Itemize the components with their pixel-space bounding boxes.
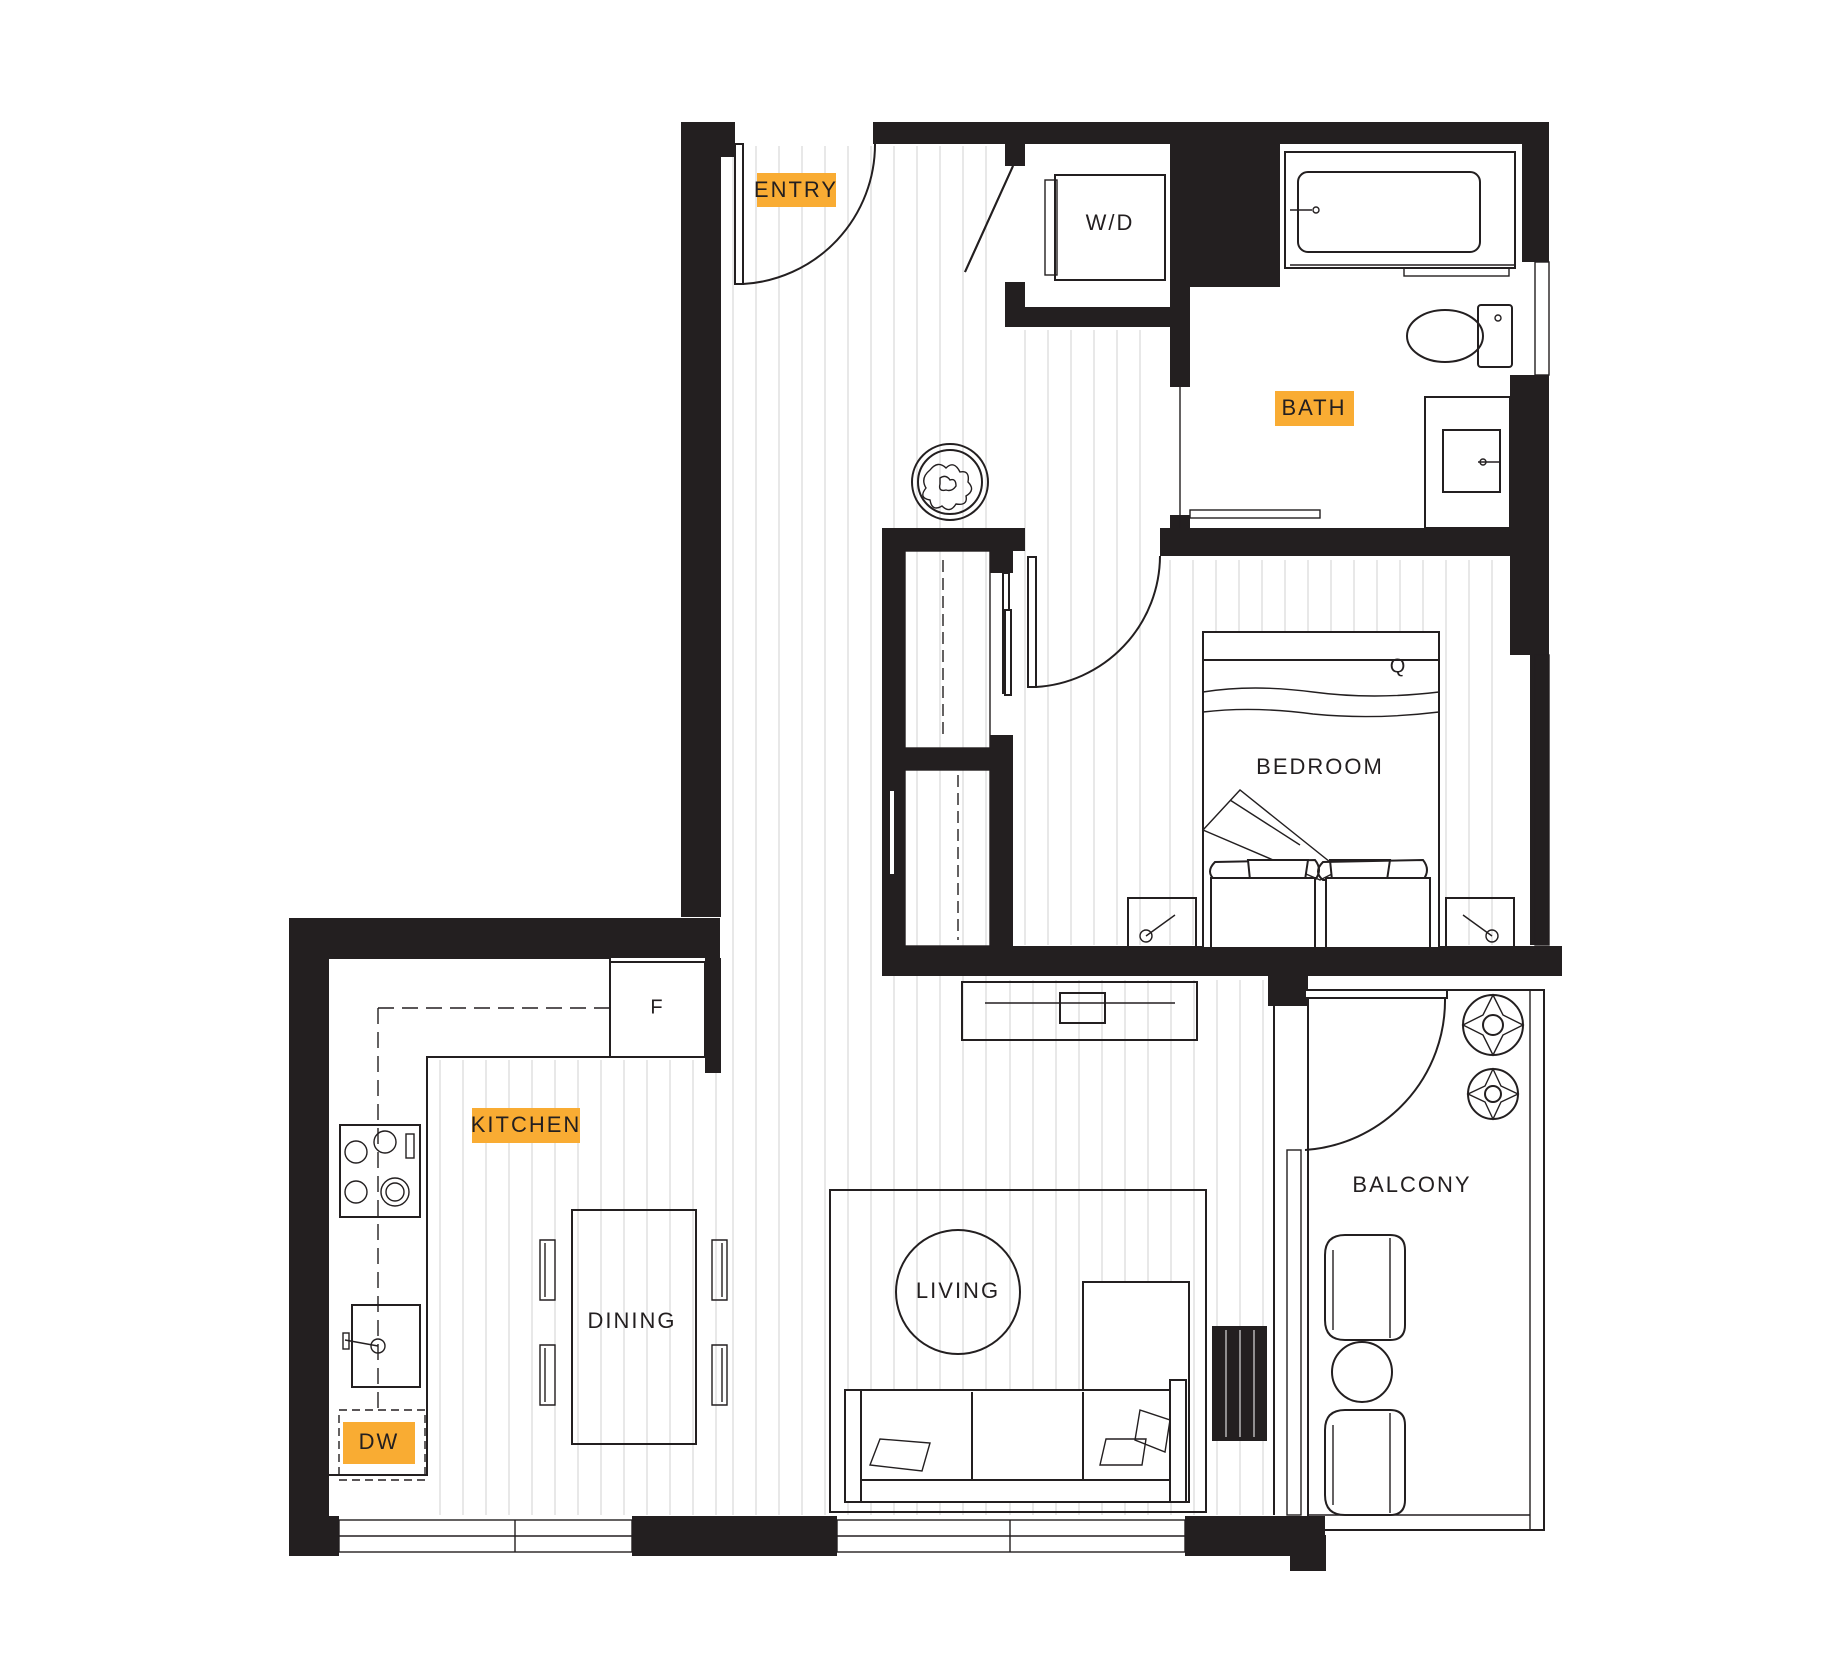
- bath-label-bg: [1275, 391, 1354, 426]
- nightstand-left: [1127, 897, 1197, 954]
- plant-icon: [911, 443, 989, 521]
- bathroom-fixtures: [1179, 151, 1516, 529]
- cooktop-icon: [339, 1124, 421, 1218]
- planter-icon: [1461, 993, 1525, 1121]
- toilet-icon: [1406, 304, 1513, 368]
- kitchen-counter: [329, 957, 611, 1476]
- balcony-chair-top: [1324, 1234, 1406, 1341]
- sofa-icon: [844, 1281, 1190, 1503]
- dw-label-bg: [343, 1422, 415, 1464]
- living-rug: [829, 1189, 1207, 1513]
- balcony-side-table: [1331, 1341, 1393, 1403]
- entry-label-bg: [757, 173, 836, 207]
- storage-closets: [888, 550, 1012, 947]
- dining-table-icon: [539, 1209, 728, 1445]
- dw-label: DW: [359, 1429, 400, 1454]
- nightstand-right: [1445, 897, 1515, 954]
- sink-icon: [1424, 396, 1511, 529]
- bed-size-label: Q: [1390, 655, 1407, 677]
- living-label: LIVING: [916, 1278, 1000, 1303]
- bedroom-door: [1027, 555, 1161, 688]
- windows: [338, 261, 1550, 1553]
- kitchen-label: KITCHEN: [471, 1112, 582, 1137]
- entry-door: [734, 143, 877, 285]
- wd-closet-door: [964, 165, 1014, 273]
- balcony-door: [1304, 989, 1448, 1151]
- bath-label: BATH: [1281, 395, 1346, 420]
- entry-label: ENTRY: [754, 177, 838, 202]
- fridge-icon: [609, 961, 706, 1058]
- dishwasher-icon: [338, 1409, 426, 1481]
- balcony-chair-bottom: [1324, 1409, 1406, 1516]
- balcony-wall: [1273, 976, 1545, 1531]
- dining-label: DINING: [588, 1308, 677, 1333]
- walls: [289, 122, 1562, 1571]
- coffee-table-icon: [895, 1229, 1021, 1355]
- balcony-label: BALCONY: [1352, 1172, 1471, 1197]
- fridge-label: F: [650, 996, 663, 1018]
- tv-console: [961, 981, 1198, 1041]
- wd-label: W/D: [1086, 210, 1135, 235]
- bedroom-label: BEDROOM: [1256, 754, 1384, 779]
- kitchen-sink-icon: [342, 1304, 421, 1388]
- fireplace-icon: [1212, 1326, 1267, 1441]
- washer-dryer: [1044, 174, 1166, 281]
- kitchen-label-bg: [472, 1108, 580, 1143]
- bed-icon: [1201, 631, 1440, 949]
